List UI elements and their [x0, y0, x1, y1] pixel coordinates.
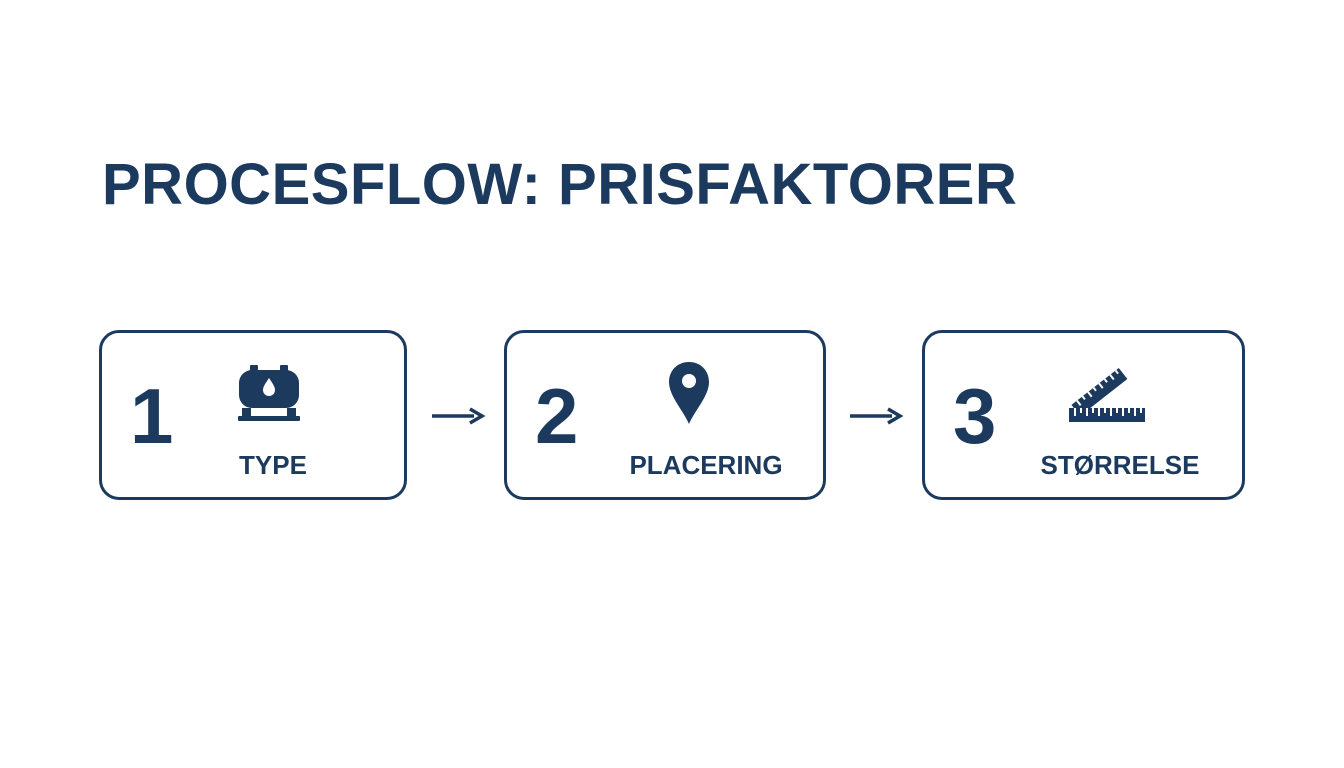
step-card-placering: 2 PLACERING: [504, 330, 826, 500]
step-card-stoerrelse: 3: [922, 330, 1245, 500]
location-pin-icon: [669, 362, 709, 424]
step-number: 2: [535, 372, 579, 460]
arrow-right-icon: [850, 407, 904, 425]
arrow-right-icon: [432, 407, 486, 425]
step-label: STØRRELSE: [1040, 450, 1200, 480]
step-card-type: 1 TYPE: [99, 330, 407, 500]
step-label: PLACERING: [629, 450, 783, 480]
ruler-icon: [1069, 367, 1145, 422]
page-title: PROCESFLOW: PRISFAKTORER: [102, 152, 1018, 217]
step-number: 1: [130, 372, 174, 460]
step-label: TYPE: [239, 450, 307, 480]
oil-tank-icon: [238, 365, 300, 421]
step-number: 3: [953, 372, 997, 460]
